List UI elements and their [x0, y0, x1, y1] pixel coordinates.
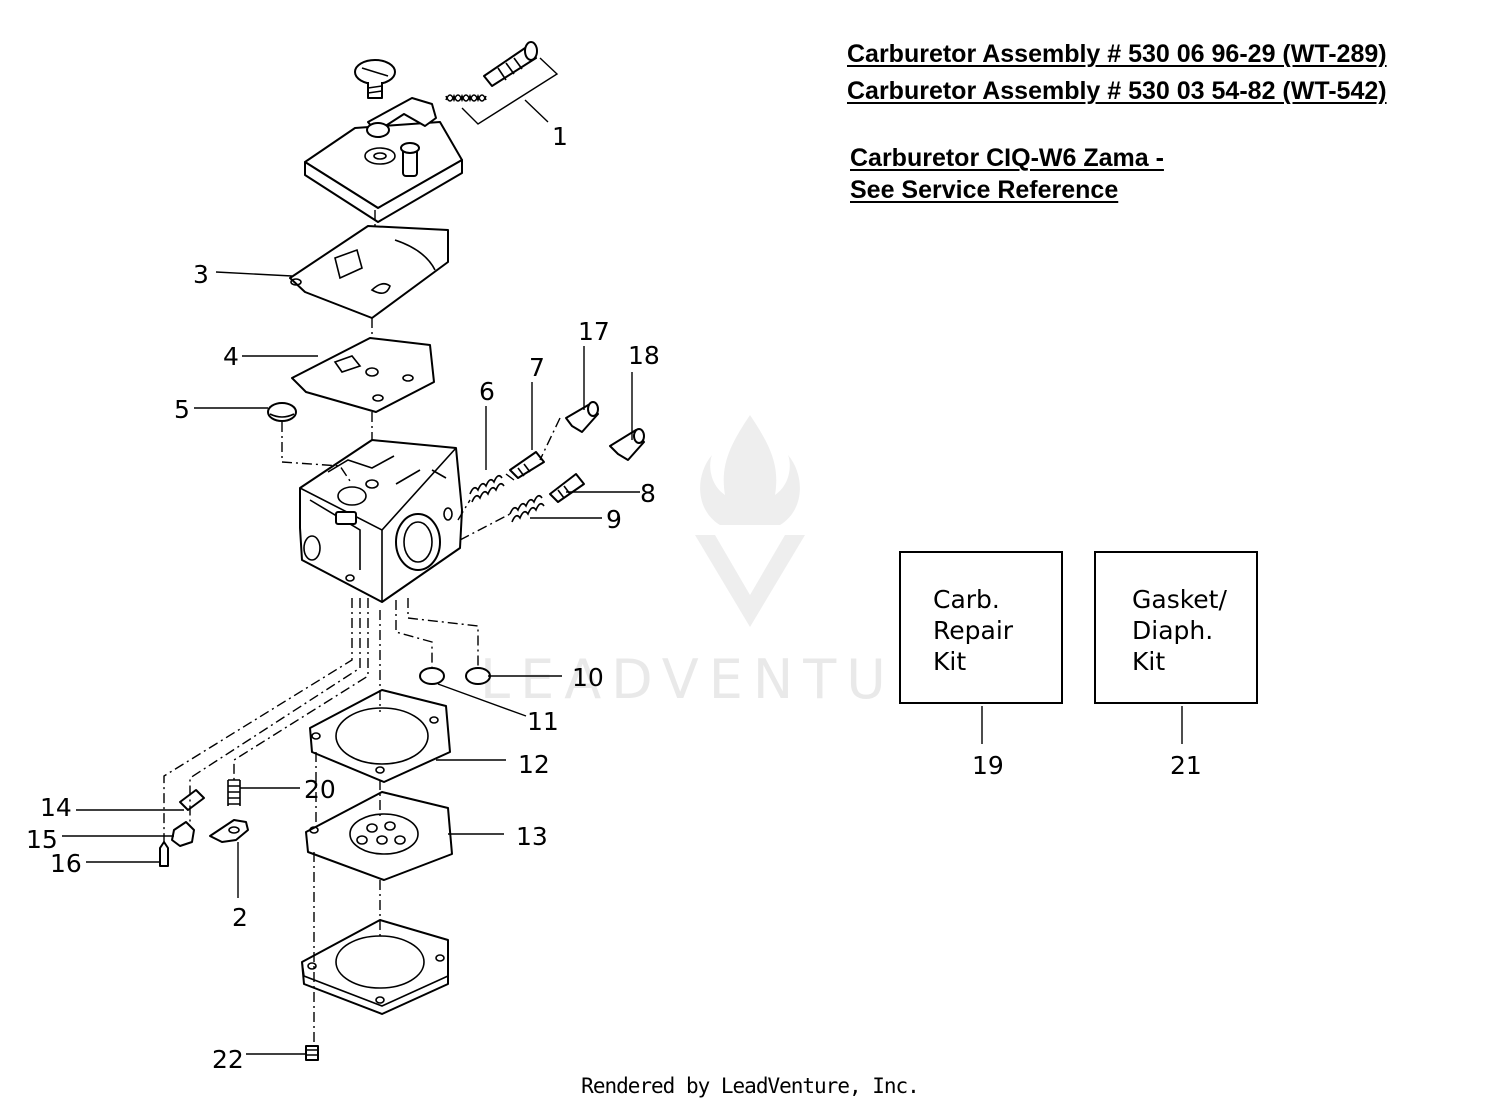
- part-13-pump-diaphragm: [305, 791, 453, 881]
- part-10-screen: [465, 667, 491, 685]
- part-18-limiter-cap: [609, 428, 645, 461]
- callout-9: 9: [606, 505, 622, 534]
- callout-16: 16: [50, 849, 82, 878]
- kit-label-line: Kit: [1132, 647, 1166, 676]
- watermark-logo-icon: [695, 415, 805, 627]
- callout-8: 8: [640, 479, 656, 508]
- part-16-inlet-needle: [159, 841, 169, 867]
- callout-21: 21: [1170, 751, 1202, 780]
- carb-repair-kit-box: Carb. Repair Kit: [899, 551, 1063, 704]
- part-7-needle: [505, 451, 545, 481]
- part-5-welch-plug: [267, 402, 297, 422]
- callout-10: 10: [572, 663, 604, 692]
- kit-label-line: Diaph.: [1132, 616, 1214, 645]
- watermark-text: LEADVENTURE: [480, 648, 988, 711]
- part-22-screw: [305, 1045, 319, 1061]
- footer-credit: Rendered by LeadVenture, Inc.: [581, 1074, 920, 1098]
- part-11-plug: [419, 667, 445, 685]
- part-1-metering-cover: [304, 41, 559, 223]
- callout-leader-lines: [62, 271, 1183, 1055]
- reference-heading-line-1: Carburetor CIQ-W6 Zama -: [850, 144, 1164, 172]
- part-15-needle-seat: [171, 821, 195, 847]
- pump-cover: [301, 919, 449, 1015]
- callout-12: 12: [518, 750, 550, 779]
- kit-label-line: Gasket/: [1132, 585, 1227, 614]
- callout-2: 2: [232, 903, 248, 932]
- kit-label-line: Kit: [933, 647, 967, 676]
- callout-13: 13: [516, 822, 548, 851]
- part-6-spring: [469, 474, 505, 503]
- part-3-gasket: [289, 225, 449, 319]
- callout-1: 1: [552, 122, 568, 151]
- callout-4: 4: [223, 342, 239, 371]
- gasket-diaph-kit-box: Gasket/ Diaph. Kit: [1094, 551, 1258, 704]
- part-20-spring: [227, 779, 241, 806]
- callout-14: 14: [40, 793, 72, 822]
- part-8-needle: [549, 473, 585, 503]
- part-4-metering-diaphragm: [291, 337, 435, 413]
- kit-label-line: Carb.: [933, 585, 1000, 614]
- assembly-alignment-lines: [163, 210, 561, 1046]
- part-12-pump-gasket: [309, 689, 451, 783]
- callout-20: 20: [304, 775, 336, 804]
- assembly-heading-2: Carburetor Assembly # 530 03 54-82 (WT-5…: [847, 77, 1387, 105]
- callout-3: 3: [193, 260, 209, 289]
- carburetor-body: [299, 439, 463, 603]
- callout-22: 22: [212, 1045, 244, 1074]
- callout-6: 6: [479, 377, 495, 406]
- callout-18: 18: [628, 341, 660, 370]
- part-17-limiter-cap: [565, 401, 599, 433]
- assembly-heading-1: Carburetor Assembly # 530 06 96-29 (WT-2…: [847, 40, 1387, 68]
- part-9-spring: [509, 494, 545, 523]
- callout-5: 5: [174, 395, 190, 424]
- callout-7: 7: [529, 353, 545, 382]
- part-14-pin: [179, 789, 205, 811]
- callout-17: 17: [578, 317, 610, 346]
- callout-19: 19: [972, 751, 1004, 780]
- callout-11: 11: [527, 707, 559, 736]
- callout-15: 15: [26, 825, 58, 854]
- part-2-control-lever: [209, 819, 249, 843]
- reference-heading-line-2: See Service Reference: [850, 176, 1119, 204]
- kit-label-line: Repair: [933, 616, 1014, 645]
